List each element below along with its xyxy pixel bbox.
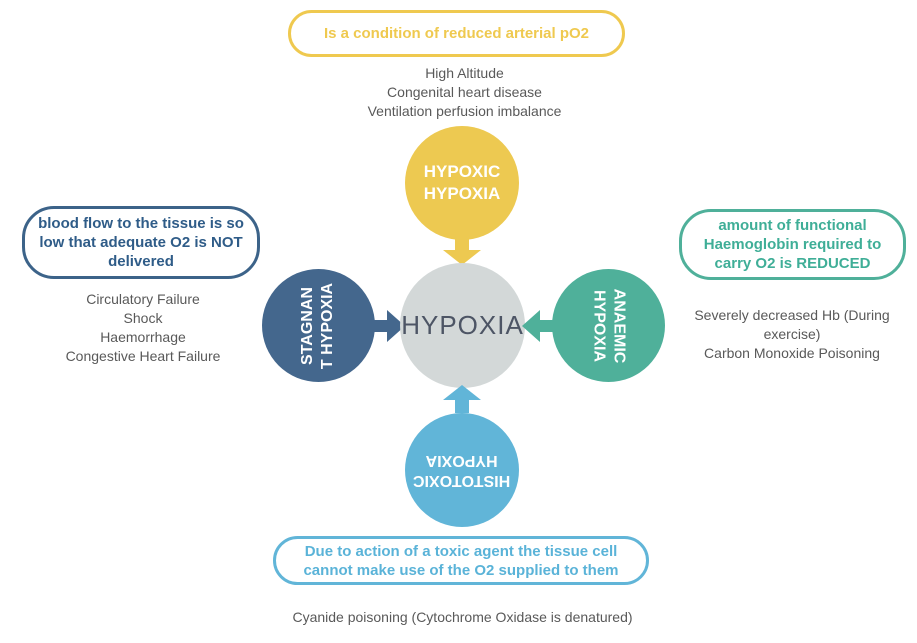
anaemic-circle: ANAEMIC HYPOXIA [552,269,665,382]
histotoxic-notes: Cyanide poisoning (Cytochrome Oxidase is… [280,608,645,627]
anaemic-circle-label: ANAEMIC HYPOXIA [590,288,628,363]
hypoxic-note: High Altitude [425,65,504,81]
histotoxic-circle-label: HISTOTOXIC HYPOXIA [413,452,511,489]
hypoxic-callout: Is a condition of reduced arterial pO2 [288,10,625,57]
arrow-down-icon [443,237,481,265]
hypoxic-circle-label: HYPOXIC HYPOXIA [423,162,501,203]
anaemic-notes: Severely decreased Hb (During exercise) … [672,306,912,363]
anaemic-callout: amount of functional Haemoglobin require… [679,209,906,280]
histotoxic-callout-text: Due to action of a toxic agent the tissu… [303,542,619,579]
hypoxic-callout-text: Is a condition of reduced arterial pO2 [323,25,590,42]
hypoxic-note: Ventilation perfusion imbalance [367,103,562,119]
stagnant-note: Shock [123,310,163,326]
arrow-left-icon [522,310,555,342]
stagnant-callout-text: blood flow to the tissue is so low that … [38,215,244,270]
center-label: HYPOXIA [401,310,524,340]
histotoxic-note: Cyanide poisoning (Cytochrome Oxidase is… [292,609,633,625]
stagnant-note: Congestive Heart Failure [65,348,221,364]
anaemic-note: Severely decreased Hb (During exercise) [694,307,890,342]
histotoxic-callout: Due to action of a toxic agent the tissu… [273,536,649,585]
hypoxic-note: Congenital heart disease [387,84,542,100]
arrow-right-icon [372,310,405,342]
hypoxic-circle: HYPOXIC HYPOXIA [405,126,519,240]
stagnant-callout: blood flow to the tissue is so low that … [22,206,260,279]
stagnant-note: Circulatory Failure [86,291,200,307]
center-circle: HYPOXIA [400,263,525,388]
hypoxic-notes: High Altitude Congenital heart disease V… [312,64,617,121]
anaemic-note: Carbon Monoxide Poisoning [704,345,880,361]
histotoxic-circle: HISTOTOXIC HYPOXIA [405,413,519,527]
stagnant-circle: STAGNAN T HYPOXIA [262,269,375,382]
stagnant-notes: Circulatory Failure Shock Haemorrhage Co… [33,290,253,366]
arrow-up-icon [443,385,481,413]
anaemic-callout-text: amount of functional Haemoglobin require… [703,217,882,272]
stagnant-note: Haemorrhage [100,329,186,345]
stagnant-circle-label: STAGNAN T HYPOXIA [299,282,337,369]
